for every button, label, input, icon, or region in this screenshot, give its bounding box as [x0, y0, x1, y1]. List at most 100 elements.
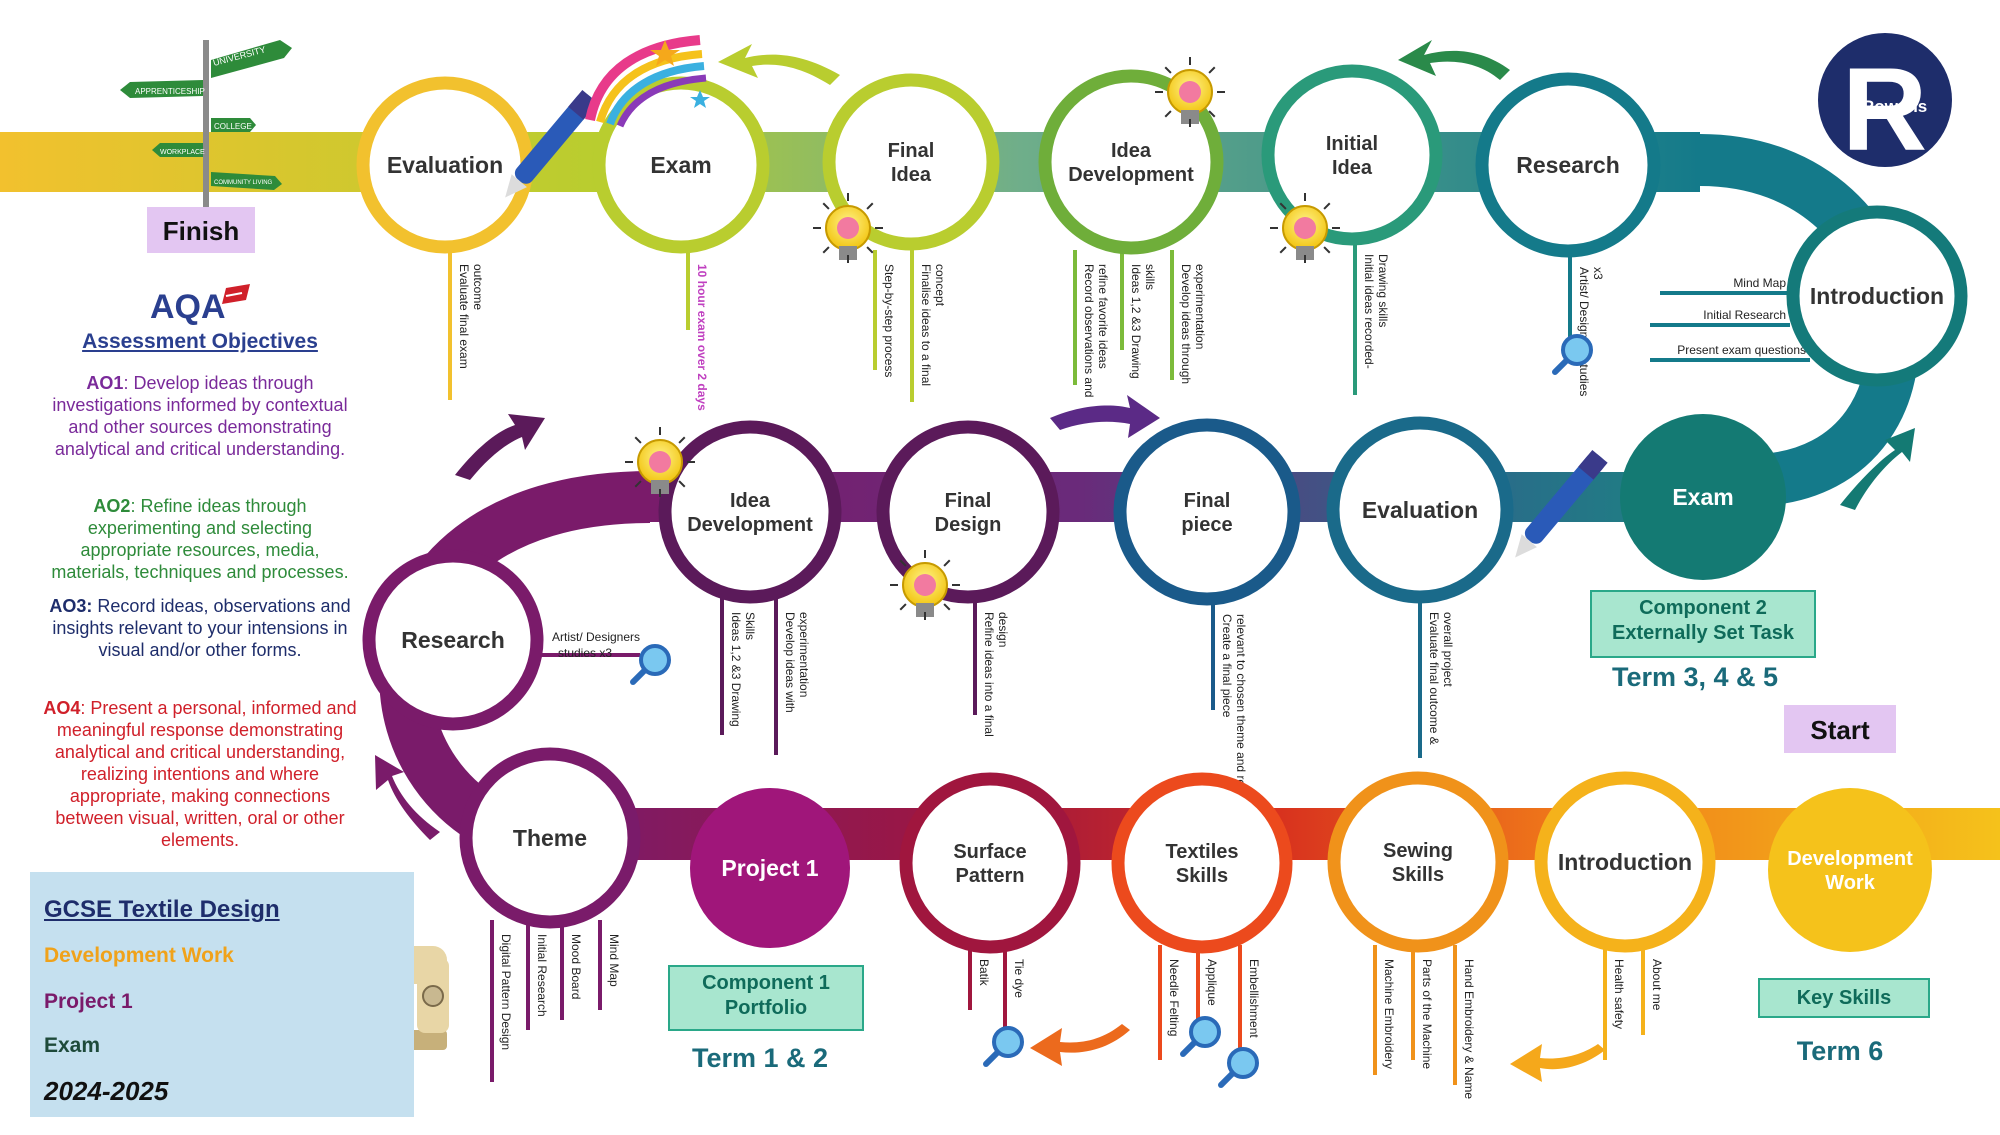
sign-community: COMMUNITY LIVING: [214, 180, 273, 186]
magnifier-icon: [983, 1026, 1024, 1067]
assessment-title: Assessment Objectives: [82, 330, 318, 353]
station-label: Pattern: [956, 865, 1025, 887]
station-label: Design: [935, 514, 1002, 536]
finish-label: Finish: [163, 216, 240, 246]
sign-workplace: WORKPLACE: [160, 149, 205, 156]
term-345: Term 3, 4 & 5: [1611, 662, 1779, 692]
station-label: Final: [1184, 490, 1231, 512]
arrow-bottom-orange-2: [1510, 1044, 1605, 1082]
aqa-logo: AQA: [150, 288, 226, 326]
station-label: Idea: [730, 490, 771, 512]
note-top-2-0: Step-by-step process: [882, 264, 896, 377]
note-mid-2-0-b: design: [996, 612, 1010, 647]
note-top-3-1: Ideas 1,2 &3 Drawing: [1129, 264, 1143, 379]
arrow-left-down: [375, 755, 440, 840]
lightbulb-icon: [1155, 57, 1225, 127]
note-top-3-2-b: experimentation: [1193, 264, 1207, 349]
note-mid-1-1: Develop ideas with: [783, 612, 797, 713]
note-mid-0-0-b: studies x3: [558, 646, 612, 660]
station-label: piece: [1181, 514, 1232, 536]
svg-text:Rowans: Rowans: [1862, 97, 1927, 116]
magnifier-icon: [630, 644, 671, 685]
assessment-objectives-panel: Assessment Objectives: [40, 330, 360, 354]
note-top-4-0: Initial ideas recorded-: [1362, 254, 1376, 369]
station-label: Idea: [1332, 157, 1373, 179]
station-label: Evaluation: [387, 152, 503, 178]
station-label: Skills: [1392, 864, 1444, 886]
note-bot-2-1: Tie dye: [1012, 959, 1026, 998]
component-1-box: Component 1 Portfolio: [668, 965, 864, 1031]
svg-text:R: R: [1842, 44, 1927, 176]
lightbulb-icon: [625, 427, 695, 497]
lightbulb-icon: [1270, 193, 1340, 263]
note-mid-2-0: Refine ideas into a final: [982, 612, 996, 737]
key-skills-box: Key Skills: [1758, 978, 1930, 1018]
note-bot-2-0: Batik: [977, 959, 991, 987]
station-label: Introduction: [1810, 283, 1944, 309]
note-bot-5-0: Health safety: [1612, 959, 1626, 1029]
station-label: Textiles: [1166, 841, 1239, 863]
arrow-right-up: [1840, 428, 1915, 510]
ao4-text: AO4: Present a personal, informed and me…: [43, 698, 357, 850]
magnifier-icon: [1552, 334, 1593, 375]
note-top-1-0: 10 hour exam over 2 days: [695, 264, 709, 411]
note-bot-4-0: Machine Embroidery: [1382, 959, 1396, 1069]
ao3-text: AO3: Record ideas, observations and insi…: [49, 596, 351, 660]
lightbulb-icon: [890, 550, 960, 620]
legend-exam: Exam: [44, 1034, 101, 1057]
station-top-5: Research: [1475, 72, 1661, 258]
note-bot-0-3: Mind Map: [607, 934, 621, 987]
rowans-logo: R Rowans: [1818, 33, 1952, 176]
station-mid-4: Evaluation: [1326, 416, 1514, 604]
note-bot-0-2: Mood Board: [569, 934, 583, 999]
legend-year: 2024-2025: [44, 1076, 169, 1106]
note-top-3-0: Record observations and: [1082, 264, 1096, 397]
station-label: Development: [687, 514, 813, 536]
arrow-top-left: [718, 44, 840, 85]
sign-apprenticeship: APPRENTICESHIP: [135, 87, 205, 96]
note-bot-0-0: Digital Pattern Design: [499, 934, 513, 1050]
station-label: Surface: [953, 841, 1026, 863]
ao2-text: AO2: Refine ideas through experimenting …: [51, 496, 349, 582]
station-label: Development: [1787, 848, 1913, 870]
finish-tag-bg: [147, 207, 255, 253]
station-label: Research: [1516, 152, 1620, 178]
arrow-mid-center: [1050, 395, 1160, 438]
station-label: Development: [1068, 164, 1194, 186]
note-top-4-0-b: Drawing skills: [1376, 254, 1390, 327]
station-mid-5: Exam: [1620, 414, 1786, 580]
station-label: Evaluation: [1362, 497, 1478, 523]
component-2-box: Component 2 Externally Set Task: [1590, 590, 1816, 658]
station-label: Exam: [650, 152, 711, 178]
legend-title: GCSE Textile Design: [44, 896, 280, 923]
station-label: Final: [888, 140, 935, 162]
sign-college: COLLEGE: [214, 122, 252, 131]
station-top-0: Evaluation: [356, 76, 534, 254]
station-label: Introduction: [1558, 849, 1692, 875]
arrow-top-right: [1398, 40, 1510, 80]
note-mid-1-0-b: Skills: [743, 612, 757, 640]
station-label: Sewing: [1383, 840, 1453, 862]
note-top-3-2: Develop ideas through: [1179, 264, 1193, 384]
station-label: Research: [401, 627, 505, 653]
legend-development: Development Work: [44, 944, 234, 967]
start-tag-bg: [1784, 705, 1896, 753]
station-label: Initial: [1326, 133, 1378, 155]
note-bot-3-1: Applique: [1205, 959, 1219, 1006]
station-label: Project 1: [721, 855, 818, 881]
term-6: Term 6: [1796, 1036, 1884, 1066]
note-top-2-1: Finalise ideas to a final: [919, 264, 933, 386]
note-top-0-0: Evaluate final exam: [457, 264, 471, 369]
station-bot-1: Project 1: [690, 788, 850, 948]
station-label: Work: [1825, 872, 1876, 894]
station-label: Final: [945, 490, 992, 512]
note-bot-0-1: Initial Research: [535, 934, 549, 1017]
magnifier-icon: [1218, 1047, 1259, 1088]
station-top-6: Introduction: [1786, 205, 1968, 387]
